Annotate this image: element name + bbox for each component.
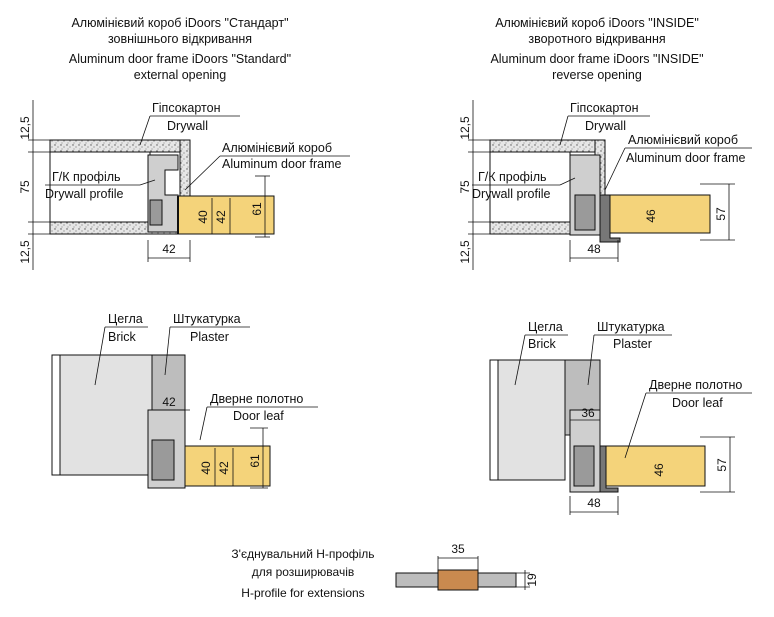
dim-leaf-outer: 42	[214, 210, 228, 224]
h-profile-label-uk-1: З'єднувальний Н-профіль	[231, 547, 374, 561]
label-profile-en: Drywall profile	[45, 187, 124, 201]
label-leaf-uk: Дверне полотно	[210, 392, 303, 406]
frame-stop	[599, 445, 619, 493]
dim-mid: 75	[18, 180, 32, 194]
inside-title-uk: Алюмінієвий короб iDoors "INSIDE"	[495, 16, 699, 30]
dim-width: 42	[162, 242, 176, 256]
label-frame-uk: Алюмінієвий короб	[222, 141, 332, 155]
profile-cavity	[489, 151, 571, 223]
label-plaster-en: Plaster	[613, 337, 652, 351]
h-profile-dim-width: 35	[451, 542, 465, 556]
dim-overall: 61	[248, 454, 262, 468]
door-leaf	[177, 195, 275, 235]
label-brick-en: Brick	[108, 330, 137, 344]
panel-inside: Алюмінієвий короб iDoors "INSIDE" зворот…	[458, 16, 752, 270]
label-leaf-en: Door leaf	[672, 396, 723, 410]
dim-bottom: 12,5	[18, 240, 32, 264]
label-drywall-uk: Гіпсокартон	[152, 101, 221, 115]
door-leaf	[604, 445, 706, 487]
label-profile-uk: Г/К профіль	[478, 170, 547, 184]
dim-width-top: 36	[581, 406, 595, 420]
frame-insert	[573, 445, 595, 487]
standard-subtitle-uk: зовнішнього відкривання	[108, 32, 252, 46]
label-frame-uk: Алюмінієвий короб	[628, 133, 738, 147]
label-brick-uk: Цегла	[528, 320, 563, 334]
standard-subtitle-en: external opening	[134, 68, 226, 82]
label-frame-en: Aluminum door frame	[626, 151, 746, 165]
panel-standard: Алюмінієвий короб iDoors "Стандарт" зовн…	[18, 16, 350, 270]
dim-leaf-inner: 40	[196, 210, 210, 224]
panel-h-profile: З'єднувальний Н-профіль для розширювачів…	[231, 542, 539, 600]
panel-brick-standard: Цегла Brick Штукатурка Plaster Дверне по…	[51, 312, 318, 489]
dim-width-bottom: 48	[587, 496, 601, 510]
h-profile-label-en: H-profile for extensions	[241, 586, 364, 600]
inside-title-en: Aluminum door frame iDoors "INSIDE"	[490, 52, 703, 66]
brick-wall	[51, 354, 153, 476]
frame-stop	[599, 194, 621, 243]
dim-width: 48	[587, 242, 601, 256]
label-frame-en: Aluminum door frame	[222, 157, 342, 171]
label-plaster-en: Plaster	[190, 330, 229, 344]
drywall-top	[489, 139, 596, 153]
h-profile-label-uk-2: для розширювачів	[252, 565, 355, 579]
h-profile-dim-height: 19	[525, 573, 539, 587]
h-profile	[437, 569, 479, 591]
dim-overall: 57	[714, 207, 728, 221]
drywall-top	[49, 139, 181, 153]
frame-insert	[151, 439, 175, 481]
door-leaf	[609, 194, 711, 234]
label-leaf-en: Door leaf	[233, 409, 284, 423]
label-brick-en: Brick	[528, 337, 557, 351]
label-drywall-en: Drywall	[585, 119, 626, 133]
dim-bottom: 12,5	[458, 240, 472, 264]
door-leaf	[184, 445, 271, 487]
dim-leaf: 46	[652, 463, 666, 477]
label-drywall-en: Drywall	[167, 119, 208, 133]
inside-subtitle-uk: зворотного відкривання	[528, 32, 665, 46]
profile-cavity	[49, 151, 151, 223]
dim-overall: 61	[250, 202, 264, 216]
label-brick-uk: Цегла	[108, 312, 143, 326]
dim-leaf-outer: 42	[217, 461, 231, 475]
label-plaster-uk: Штукатурка	[173, 312, 241, 326]
dim-mid: 75	[458, 180, 472, 194]
dim-top: 12,5	[18, 116, 32, 140]
label-plaster-uk: Штукатурка	[597, 320, 665, 334]
dim-leaf: 46	[644, 209, 658, 223]
panel-brick-inside: Цегла Brick Штукатурка Plaster Дверне по…	[489, 320, 752, 515]
label-profile-uk: Г/К профіль	[52, 170, 121, 184]
standard-title-uk: Алюмінієвий короб iDoors "Стандарт"	[71, 16, 288, 30]
label-profile-en: Drywall profile	[472, 187, 551, 201]
standard-title-en: Aluminum door frame iDoors "Standard"	[69, 52, 291, 66]
frame-insert	[149, 199, 163, 226]
dim-overall: 57	[715, 458, 729, 472]
dim-leaf-inner: 40	[199, 461, 213, 475]
brick-wall	[489, 359, 566, 481]
dim-width: 42	[162, 395, 176, 409]
inside-subtitle-en: reverse opening	[552, 68, 642, 82]
label-drywall-uk: Гіпсокартон	[570, 101, 639, 115]
dim-top: 12,5	[458, 116, 472, 140]
frame-insert	[574, 194, 596, 231]
label-leaf-uk: Дверне полотно	[649, 378, 742, 392]
